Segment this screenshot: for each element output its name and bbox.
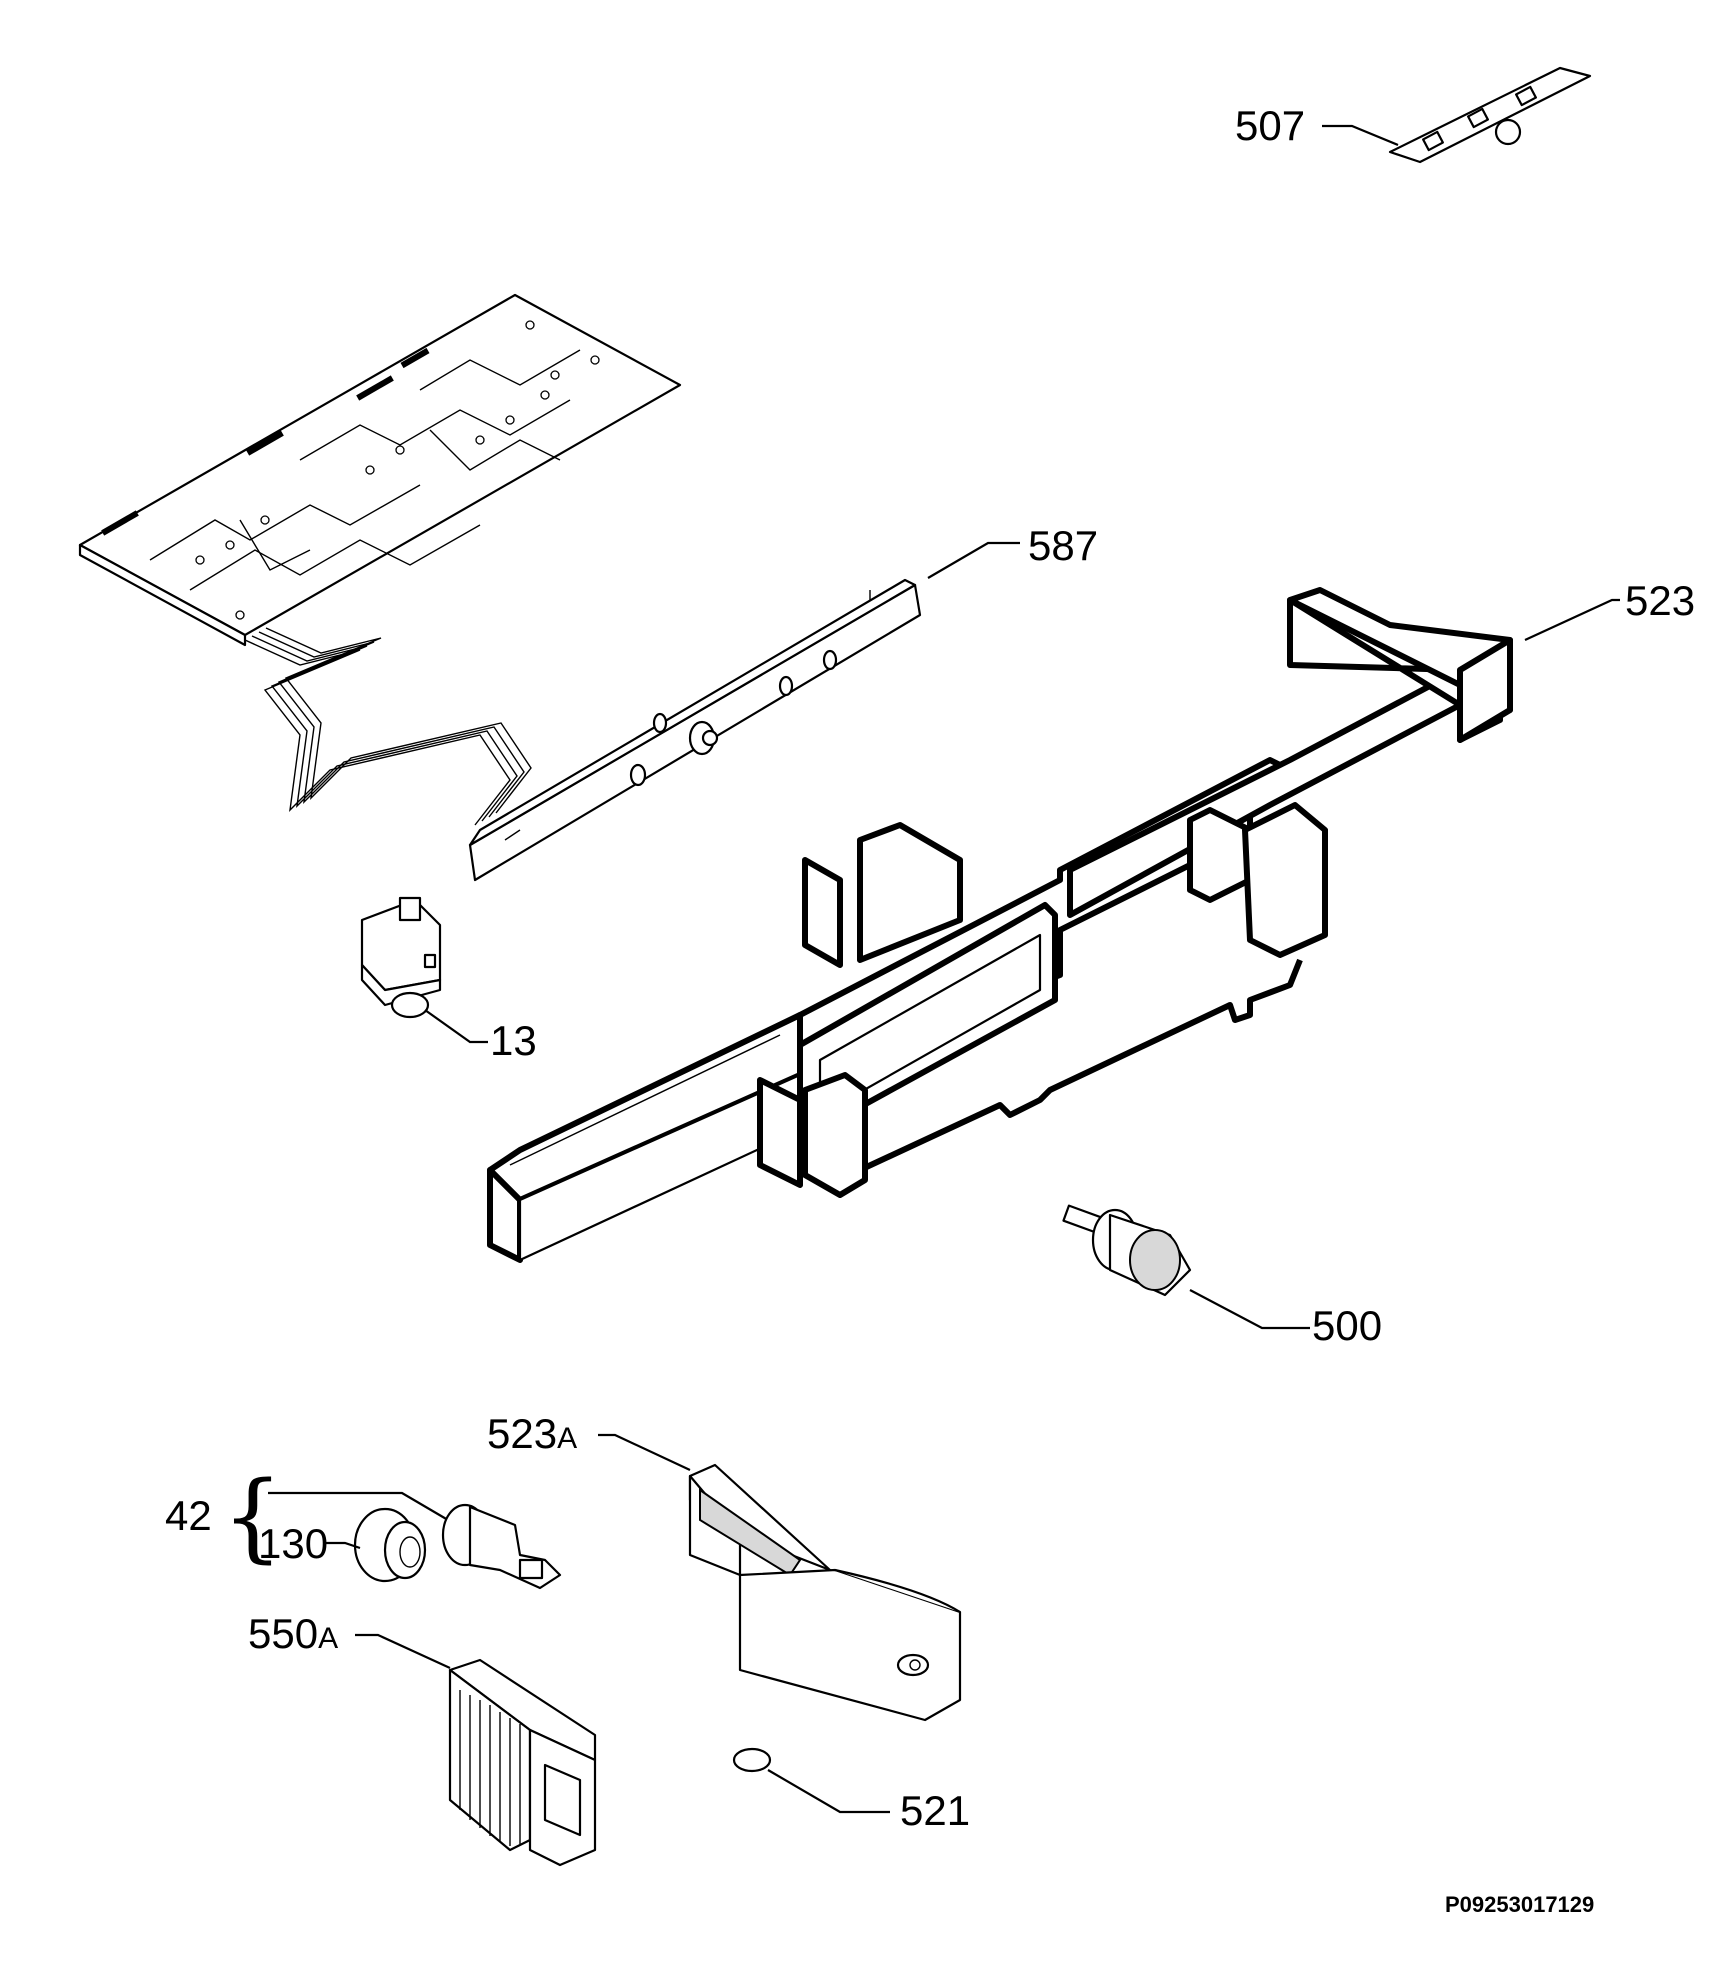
part-42-group: [268, 1491, 562, 1590]
callout-550a: 550A: [248, 1610, 338, 1657]
part-521: [732, 1747, 890, 1814]
part-13: [360, 896, 488, 1044]
ribbon-cable: [244, 627, 532, 826]
circuit-board: [78, 293, 682, 647]
callout-523a: 523A: [487, 1410, 577, 1457]
part-42-adapter: [441, 1503, 562, 1590]
callout-130: 130: [258, 1520, 328, 1567]
part-507: [1322, 66, 1592, 164]
part-130: [325, 1507, 427, 1583]
callout-587: 587: [1028, 522, 1098, 569]
callout-42: 42: [165, 1492, 212, 1539]
callout-507: 507: [1235, 102, 1305, 149]
reference-code: P09253017129: [1445, 1892, 1594, 1917]
part-523a: [598, 1433, 962, 1722]
part-523: [487, 587, 1620, 1263]
group-brace: {: [222, 1461, 283, 1573]
part-500: [1062, 1204, 1310, 1330]
part-587: [468, 541, 1020, 882]
callout-523: 523: [1625, 577, 1695, 624]
callout-13: 13: [490, 1017, 537, 1064]
callout-500: 500: [1312, 1302, 1382, 1349]
callout-521: 521: [900, 1787, 970, 1834]
part-550a: [355, 1633, 597, 1867]
